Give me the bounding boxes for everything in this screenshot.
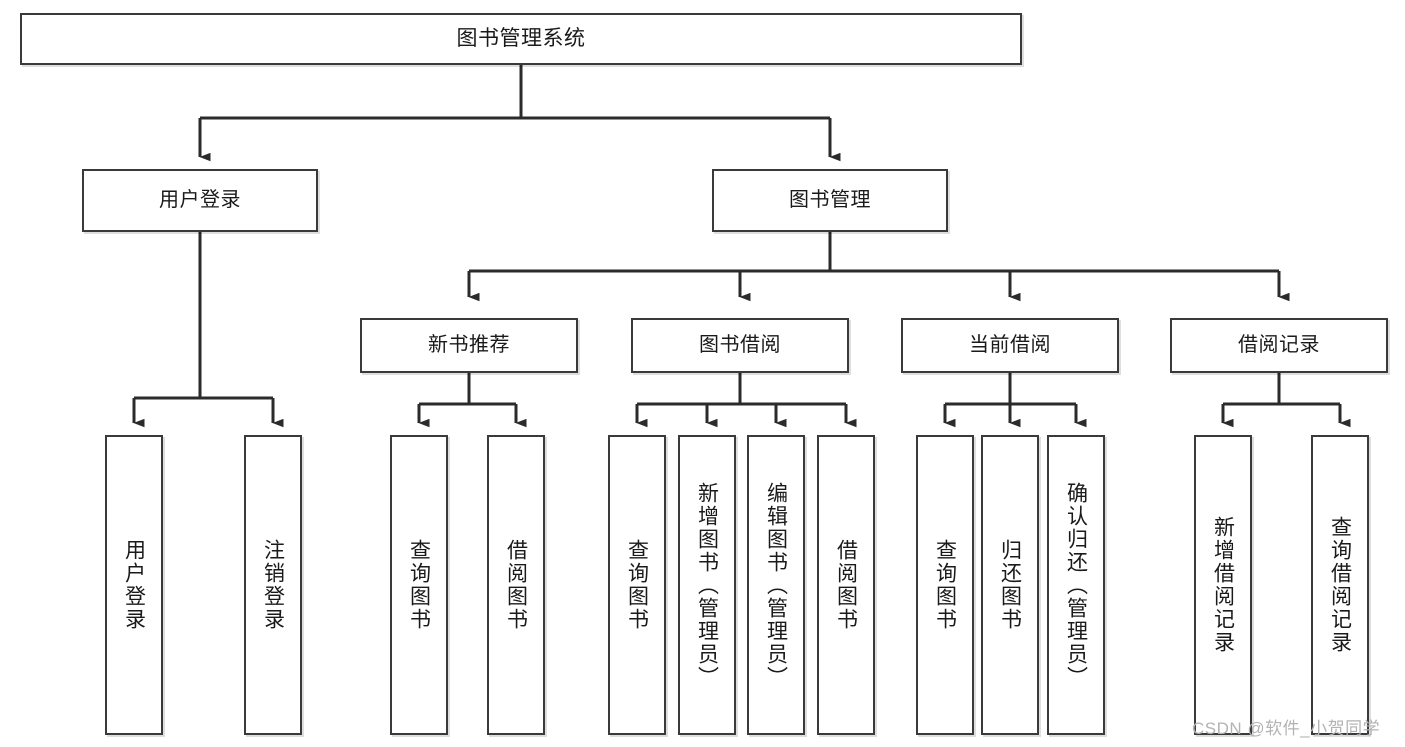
leaf-edit-book[interactable]: 编辑图书（管理员） xyxy=(747,435,805,735)
node-label: 新书推荐 xyxy=(428,333,510,356)
leaf-confirm-return[interactable]: 确认归还（管理员） xyxy=(1047,435,1105,735)
node-label: 新增借阅记录 xyxy=(1211,516,1235,654)
node-label: 当前借阅 xyxy=(969,333,1051,356)
node-book-management-system[interactable]: 图书管理系统 xyxy=(20,13,1022,65)
node-borrowing-record[interactable]: 借阅记录 xyxy=(1170,318,1388,373)
node-label: 图书管理 xyxy=(789,188,871,211)
node-label: 查询图书 xyxy=(625,539,649,631)
node-label: 查询图书 xyxy=(407,539,431,631)
leaf-borrow-book-recommendation[interactable]: 借阅图书 xyxy=(487,435,545,735)
node-label: 借阅记录 xyxy=(1238,333,1320,356)
leaf-user-login[interactable]: 用户登录 xyxy=(105,435,163,735)
leaf-add-book[interactable]: 新增图书（管理员） xyxy=(678,435,736,735)
leaf-query-book-recommendation[interactable]: 查询图书 xyxy=(390,435,448,735)
node-label: 借阅图书 xyxy=(504,539,528,631)
node-current-borrowing[interactable]: 当前借阅 xyxy=(901,318,1119,373)
node-label: 归还图书 xyxy=(998,539,1022,631)
node-label: 图书借阅 xyxy=(699,333,781,356)
node-label: 查询借阅记录 xyxy=(1328,516,1352,654)
node-label: 新增图书（管理员） xyxy=(695,481,719,689)
node-label: 确认归还（管理员） xyxy=(1064,481,1088,689)
node-label: 借阅图书 xyxy=(834,539,858,631)
leaf-logout[interactable]: 注销登录 xyxy=(244,435,302,735)
node-book-management[interactable]: 图书管理 xyxy=(712,169,948,232)
leaf-add-borrow-record[interactable]: 新增借阅记录 xyxy=(1194,435,1252,735)
node-label: 编辑图书（管理员） xyxy=(764,481,788,689)
node-book-borrowing[interactable]: 图书借阅 xyxy=(631,318,849,373)
node-user-login[interactable]: 用户登录 xyxy=(82,169,318,232)
csdn-watermark: CSDN @软件_小贺同学 xyxy=(1192,719,1381,738)
node-label: 用户登录 xyxy=(122,539,146,631)
leaf-return-book[interactable]: 归还图书 xyxy=(981,435,1039,735)
leaf-query-book-current[interactable]: 查询图书 xyxy=(916,435,974,735)
node-new-book-recommendation[interactable]: 新书推荐 xyxy=(360,318,578,373)
node-label: 注销登录 xyxy=(261,539,285,631)
leaf-query-book-borrowing[interactable]: 查询图书 xyxy=(608,435,666,735)
leaf-query-borrow-record[interactable]: 查询借阅记录 xyxy=(1311,435,1369,735)
node-label: 用户登录 xyxy=(159,188,241,211)
leaf-borrow-book[interactable]: 借阅图书 xyxy=(817,435,875,735)
node-label: 查询图书 xyxy=(933,539,957,631)
node-label: 图书管理系统 xyxy=(456,26,586,50)
